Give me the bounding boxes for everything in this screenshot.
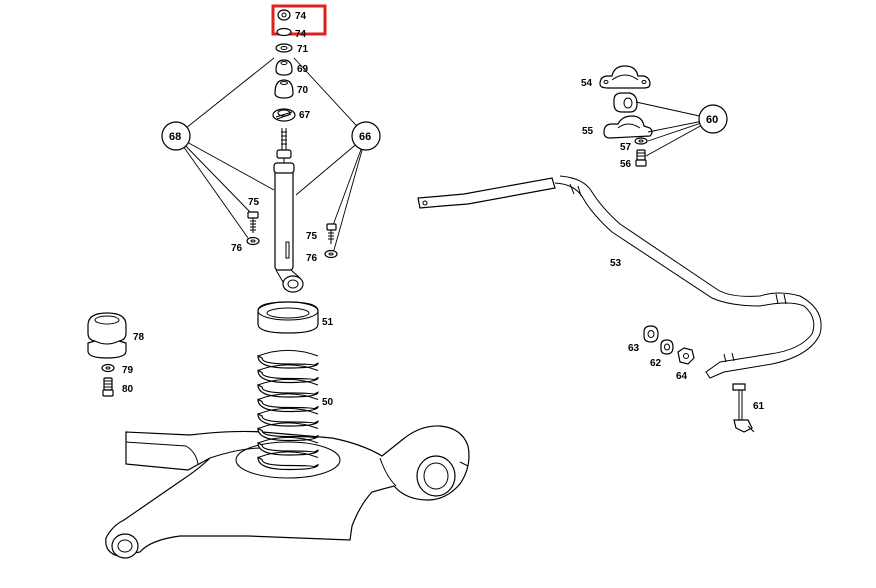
label-60: 60 bbox=[706, 114, 718, 126]
bushing-69[interactable] bbox=[275, 59, 293, 76]
bolt-80[interactable] bbox=[102, 377, 114, 397]
bushing-63[interactable] bbox=[643, 325, 659, 343]
nut-74[interactable] bbox=[277, 9, 291, 21]
label-56: 56 bbox=[620, 159, 632, 170]
label-53: 53 bbox=[610, 258, 622, 269]
label-74: 74 bbox=[295, 11, 307, 22]
spring-coil-front bbox=[257, 369, 319, 384]
bushing-70[interactable] bbox=[274, 79, 294, 99]
nut-64[interactable] bbox=[677, 347, 695, 365]
spring-coil-front bbox=[257, 456, 319, 471]
callout-66[interactable]: 66 bbox=[293, 57, 381, 251]
label-76-right: 76 bbox=[306, 253, 318, 264]
label-75-left: 75 bbox=[248, 197, 260, 208]
label-70: 70 bbox=[297, 85, 309, 96]
label-55: 55 bbox=[582, 126, 594, 137]
label-61: 61 bbox=[753, 401, 765, 412]
bolt-56[interactable] bbox=[635, 149, 647, 167]
label-64: 64 bbox=[676, 371, 688, 382]
label-51: 51 bbox=[322, 317, 334, 328]
label-78: 78 bbox=[133, 332, 145, 343]
spring-coil-back bbox=[257, 349, 319, 357]
spring-coil-back bbox=[257, 378, 319, 386]
coil-spring-50[interactable] bbox=[257, 349, 319, 471]
spring-coil-front bbox=[257, 442, 319, 456]
spring-coil-front bbox=[257, 384, 319, 398]
callout-60[interactable]: 60 bbox=[635, 101, 728, 157]
spring-coil-back bbox=[257, 407, 319, 415]
shock-absorber[interactable] bbox=[273, 128, 304, 293]
label-74-washer: 74 bbox=[295, 29, 307, 40]
label-57: 57 bbox=[620, 142, 632, 153]
spring-coil-front bbox=[257, 355, 319, 369]
washer-57[interactable] bbox=[634, 137, 648, 145]
label-76-left: 76 bbox=[231, 243, 243, 254]
label-63: 63 bbox=[628, 343, 640, 354]
bolt-75-right[interactable] bbox=[326, 223, 337, 244]
label-54: 54 bbox=[581, 78, 593, 89]
cup-washer-67[interactable] bbox=[272, 108, 296, 122]
washer-76-right[interactable] bbox=[324, 249, 338, 259]
stabilizer-bar-53[interactable] bbox=[417, 175, 822, 379]
label-68: 68 bbox=[169, 131, 181, 143]
lower-control-arm[interactable] bbox=[105, 425, 470, 559]
spring-coil-back bbox=[257, 451, 319, 458]
clamp-55[interactable] bbox=[603, 115, 653, 139]
label-66: 66 bbox=[359, 131, 371, 143]
spring-coil-front bbox=[257, 427, 319, 442]
spring-coil-back bbox=[257, 393, 319, 400]
label-79: 79 bbox=[122, 365, 134, 376]
callout-68[interactable]: 68 bbox=[161, 57, 275, 239]
clamp-54[interactable] bbox=[599, 65, 651, 89]
label-69: 69 bbox=[297, 64, 309, 75]
washer-74[interactable] bbox=[276, 27, 292, 37]
label-80: 80 bbox=[122, 384, 134, 395]
washer-76-left[interactable] bbox=[246, 236, 260, 246]
label-67: 67 bbox=[299, 110, 311, 121]
label-50: 50 bbox=[322, 397, 334, 408]
spring-seat-51[interactable] bbox=[257, 301, 319, 334]
washer-79[interactable] bbox=[101, 363, 115, 373]
spring-coil-front bbox=[257, 413, 319, 427]
washer-62[interactable] bbox=[660, 339, 674, 355]
label-75-right: 75 bbox=[306, 231, 318, 242]
label-71: 71 bbox=[297, 44, 309, 55]
washer-71[interactable] bbox=[275, 43, 293, 53]
spring-coil-front bbox=[257, 398, 319, 413]
spring-coil-back bbox=[257, 436, 319, 444]
bump-stop-78[interactable] bbox=[87, 312, 127, 359]
link-61[interactable] bbox=[732, 383, 755, 433]
rubber-bushing[interactable] bbox=[613, 92, 638, 113]
spring-coil-back bbox=[257, 422, 319, 429]
bolt-75-left[interactable] bbox=[247, 211, 259, 233]
spring-coil-back bbox=[257, 364, 319, 371]
selection-highlight[interactable] bbox=[271, 4, 327, 36]
label-62: 62 bbox=[650, 358, 662, 369]
